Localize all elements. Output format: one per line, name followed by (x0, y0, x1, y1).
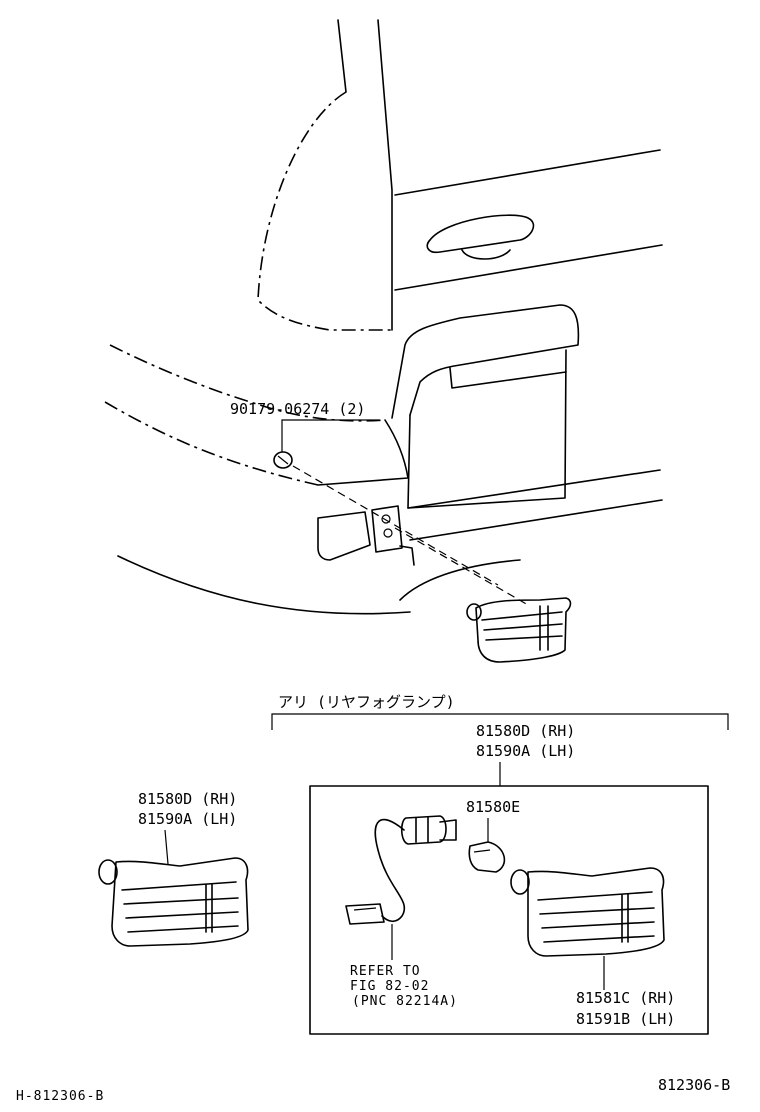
assembly-lh-label: 81590A (LH) (476, 742, 575, 760)
assembly-rh-label: 81580D (RH) (476, 722, 575, 740)
bulb-icon (468, 841, 506, 873)
vehicle-rear-corner-drawing (104, 19, 663, 663)
bulb-label: 81580E (466, 798, 520, 816)
section-header: アリ (リヤフォグランプ) (278, 693, 455, 711)
refer-text-line2: FIG 82-02 (350, 979, 429, 994)
refer-text-line3: (PNC 82214A) (352, 994, 458, 1009)
parts-detail-box (309, 785, 709, 1035)
footer-right-code: 812306-B (658, 1076, 730, 1094)
footer-left-code: H-812306-B (16, 1089, 104, 1104)
rear-fog-lamp-drawing (98, 857, 249, 947)
lens-lh-label: 81591B (LH) (576, 1010, 675, 1028)
bolt-part-label: 90179-06274 (2) (230, 400, 365, 418)
left-assembly-rh-label: 81580D (RH) (138, 790, 237, 808)
rear-fog-lamp-drawing (466, 597, 572, 663)
refer-text-line1: REFER TO (350, 964, 421, 979)
lens-rh-label: 81581C (RH) (576, 989, 675, 1007)
rear-fog-lamp-drawing (510, 867, 665, 957)
bolt-icon (273, 451, 293, 469)
left-assembly-lh-label: 81590A (LH) (138, 810, 237, 828)
socket-wire-harness-icon (345, 815, 457, 925)
